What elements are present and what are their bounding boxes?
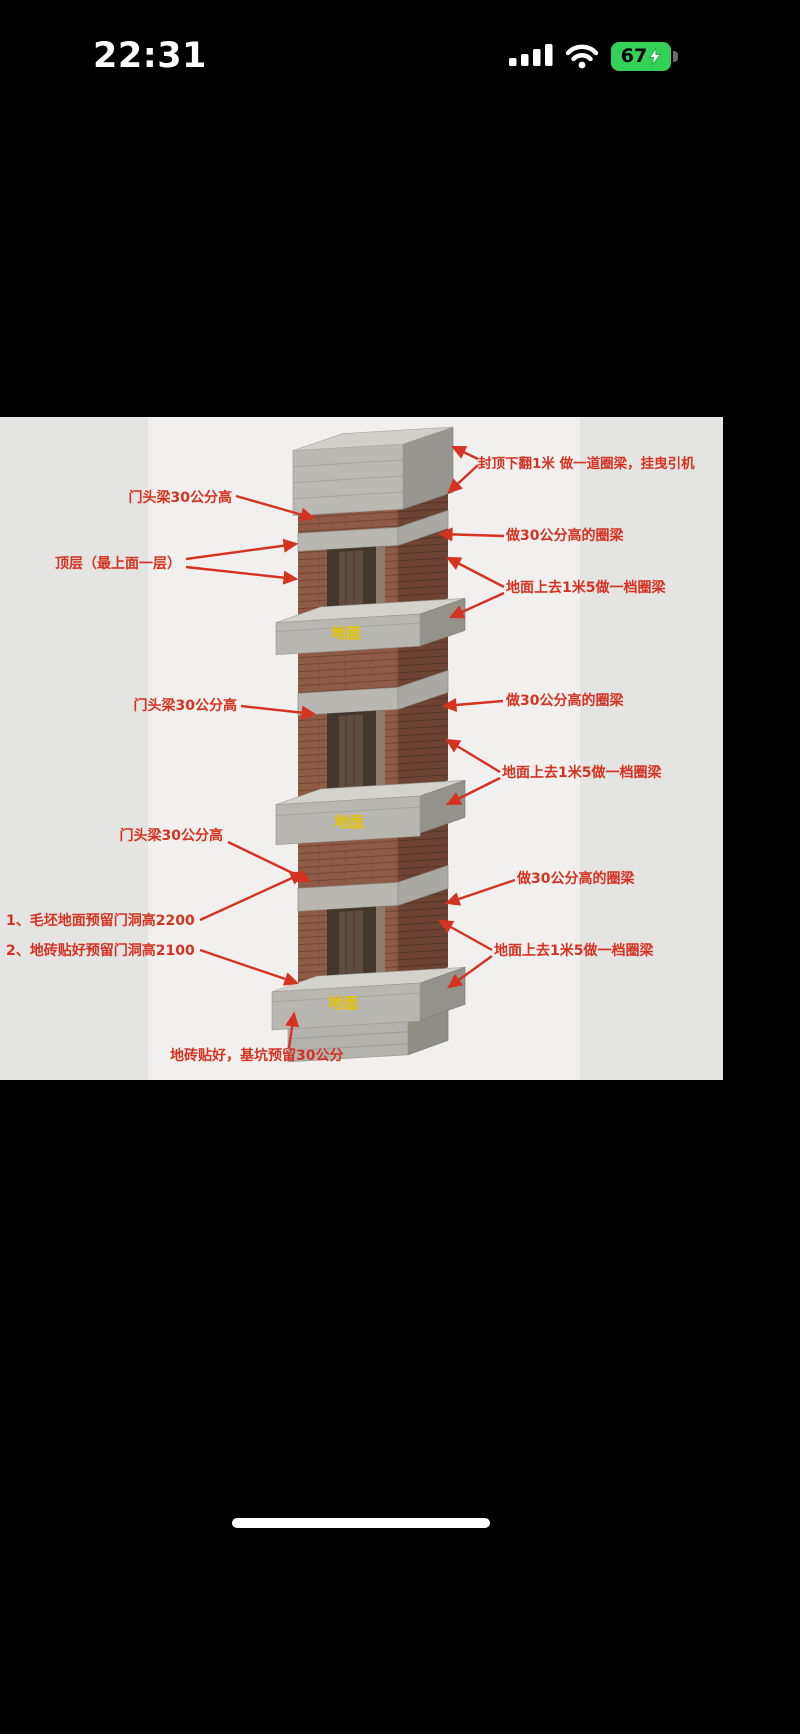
arrow-ring-height-1a xyxy=(445,556,505,589)
arrow-door-beam-1 xyxy=(235,494,316,522)
wifi-icon xyxy=(565,44,599,69)
floor-section-3 xyxy=(297,820,449,991)
ring-beam-1 xyxy=(297,509,449,552)
brick-wall-side-3 xyxy=(398,820,448,985)
annotation-door-beam-2: 门头梁30公分高 xyxy=(134,697,237,714)
arrow-ring-height-3a xyxy=(437,919,493,952)
door-opening-3 xyxy=(327,906,385,989)
annotation-arrows xyxy=(185,445,516,1049)
annotation-ring-height-2: 地面上去1米5做一档圈梁 xyxy=(502,764,662,781)
door-opening-1 xyxy=(327,546,385,620)
floor-label-2: 地面 xyxy=(334,813,364,831)
battery-percent: 67 xyxy=(620,45,648,67)
annotation-tiled-floor-door-height: 2、地砖贴好预留门洞高2100 xyxy=(6,942,195,959)
shaft-cap xyxy=(292,426,454,516)
annotation-pit-reserve: 地砖贴好，基坑预留30公分 xyxy=(170,1047,343,1064)
annotation-ring-height-3: 地面上去1米5做一档圈梁 xyxy=(494,942,654,959)
status-icons: 67 xyxy=(509,41,678,71)
door-opening-2 xyxy=(327,710,385,802)
ring-beam-3 xyxy=(297,864,449,912)
brick-wall-side-1 xyxy=(398,492,448,616)
cap-top-face xyxy=(292,426,454,451)
clock-time: 22:31 xyxy=(93,36,207,76)
diagram-svg: 门头梁30公分高 顶层（最上面一层） 门头梁30公分高 门头梁30公分高 1、毛… xyxy=(0,417,723,1080)
ring-beam-2 xyxy=(297,669,449,716)
brick-wall-side-2 xyxy=(398,630,448,798)
arrow-ring-beam-2 xyxy=(441,697,504,712)
arrow-ring-height-3b xyxy=(447,955,493,989)
floor-label-3: 地面 xyxy=(328,994,358,1012)
annotation-ring-height-1: 地面上去1米5做一档圈梁 xyxy=(506,579,666,596)
cap-formwork-lines xyxy=(293,459,403,500)
foundation-formwork-lines xyxy=(288,1031,408,1052)
annotation-door-beam-1: 门头梁30公分高 xyxy=(129,489,232,506)
charging-bolt-icon xyxy=(649,47,661,65)
arrow-ring-beam-1 xyxy=(437,527,505,542)
arrow-top-floor-b xyxy=(185,565,299,585)
arrow-ring-height-1b xyxy=(448,591,505,619)
arrow-pit-reserve xyxy=(285,1011,300,1049)
annotation-ring-beam-1: 做30公分高的圈梁 xyxy=(505,527,624,544)
door-plank-lines-2 xyxy=(345,714,355,801)
arrow-cap-beam-b xyxy=(447,464,479,494)
status-bar: 22:31 67 xyxy=(0,0,723,92)
battery-cap xyxy=(673,50,678,62)
arrow-door-height-b xyxy=(199,948,300,986)
cellular-signal-icon xyxy=(509,44,553,66)
arrow-cap-beam-a xyxy=(450,445,479,461)
elevator-shaft-structure xyxy=(271,426,466,1063)
floor-slab-2 xyxy=(275,779,466,845)
floor-slab-3 xyxy=(271,966,466,1031)
annotation-rough-floor-door-height: 1、毛坯地面预留门洞高2200 xyxy=(6,912,195,929)
battery-indicator: 67 xyxy=(611,41,678,71)
annotation-ring-beam-3: 做30公分高的圈梁 xyxy=(516,870,635,887)
arrow-door-height-a xyxy=(199,871,306,922)
annotation-ring-beam-2: 做30公分高的圈梁 xyxy=(505,692,624,709)
construction-diagram-photo: 门头梁30公分高 顶层（最上面一层） 门头梁30公分高 门头梁30公分高 1、毛… xyxy=(0,417,723,1080)
annotation-labels: 门头梁30公分高 顶层（最上面一层） 门头梁30公分高 门头梁30公分高 1、毛… xyxy=(6,455,695,1064)
floor-section-1 xyxy=(297,492,449,622)
annotation-cap-beam: 封顶下翻1米 做一道圈梁，挂曳引机 xyxy=(478,455,695,472)
annotation-top-floor: 顶层（最上面一层） xyxy=(55,555,181,572)
arrow-ring-height-2a xyxy=(444,738,501,774)
floor-label-1: 地面 xyxy=(331,624,361,642)
arrow-ring-height-2b xyxy=(445,776,501,806)
floor-section-2 xyxy=(297,630,449,804)
arrow-door-beam-2 xyxy=(240,704,317,720)
floor-labels: 地面 地面 地面 xyxy=(328,624,364,1012)
arrow-top-floor-a xyxy=(185,538,299,561)
home-indicator[interactable] xyxy=(232,1518,490,1528)
arrow-ring-beam-3 xyxy=(444,878,516,906)
annotation-door-beam-3: 门头梁30公分高 xyxy=(120,827,223,844)
